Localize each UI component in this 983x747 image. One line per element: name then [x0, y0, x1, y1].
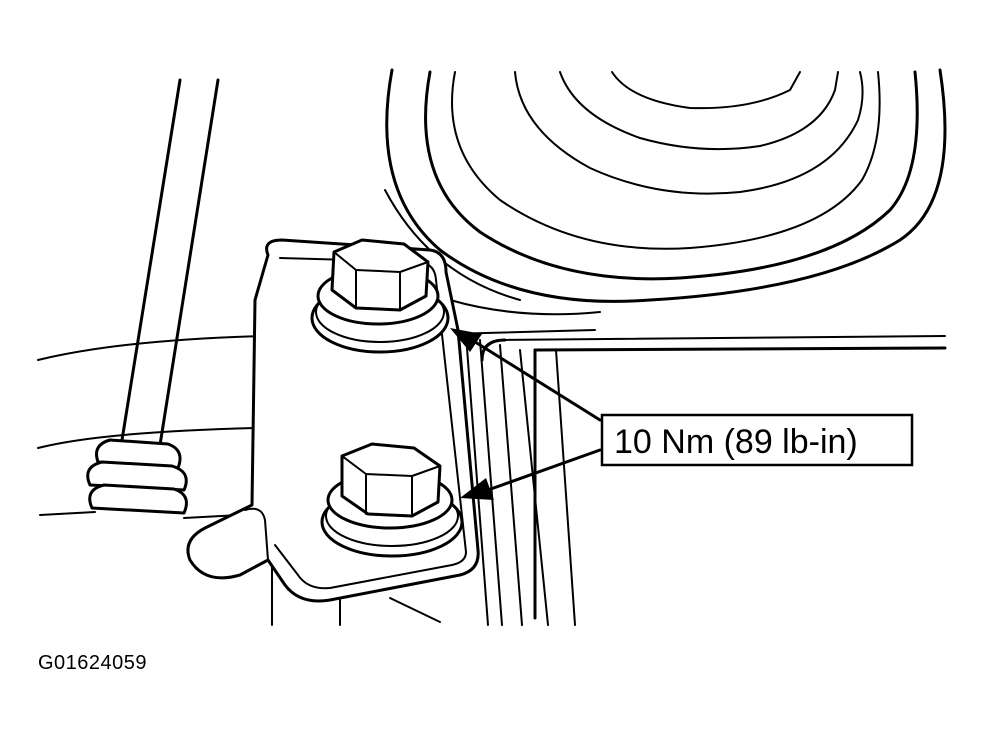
lower-bolt	[320, 442, 464, 558]
leader-arrows	[450, 328, 602, 500]
rod-end-boot	[86, 438, 188, 515]
torque-callout: 10 Nm (89 lb-in)	[600, 413, 914, 467]
torque-label: 10 Nm (89 lb-in)	[614, 423, 858, 461]
diagonal-rod	[120, 78, 220, 447]
lower-arrowhead	[460, 478, 494, 500]
upper-arrowhead	[450, 328, 482, 352]
upper-bolt	[310, 238, 450, 354]
body-panel-lines	[37, 329, 947, 626]
figure-id: G01624059	[38, 652, 148, 674]
round-mount	[384, 68, 947, 316]
